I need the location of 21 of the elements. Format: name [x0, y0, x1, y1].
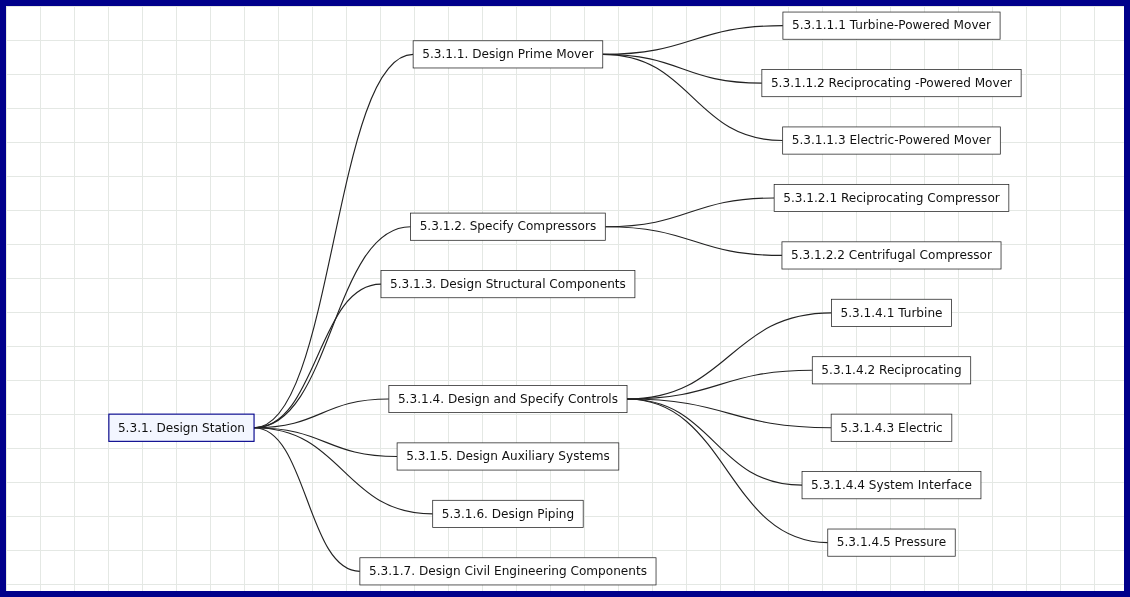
node-box: 5.3.1.2.1 Reciprocating Compressor: [773, 184, 1010, 212]
node-box: 5.3.1.4.2 Reciprocating: [811, 356, 972, 385]
node-box: 5.3.1.4.5 Pressure: [827, 528, 956, 557]
node-box: 5.3.1.1.2 Reciprocating -Powered Mover: [761, 69, 1022, 98]
node-box: 5.3.1.1. Design Prime Mover: [412, 40, 604, 69]
node-box: 5.3.1.4.4 System Interface: [801, 471, 982, 500]
node-box: 5.3.1. Design Station: [108, 413, 255, 442]
node-box: 5.3.1.4.3 Electric: [830, 413, 953, 442]
node-box: 5.3.1.6. Design Piping: [432, 499, 584, 528]
connector: [602, 53, 784, 142]
node-box: 5.3.1.7. Design Civil Engineering Components: [359, 557, 657, 586]
node-box: 5.3.1.5. Design Auxiliary Systems: [396, 442, 620, 471]
connector: [604, 226, 783, 256]
node-box: 5.3.1.1.3 Electric-Powered Mover: [782, 126, 1001, 155]
node-box: 5.3.1.2. Specify Compressors: [410, 212, 606, 241]
node-box: 5.3.1.2.2 Centrifugal Compressor: [781, 241, 1002, 270]
connector: [626, 398, 829, 544]
node-box: 5.3.1.4.1 Turbine: [831, 298, 952, 327]
node-box: 5.3.1.4. Design and Specify Controls: [388, 385, 628, 413]
node-box: 5.3.1.3. Design Structural Components: [380, 270, 636, 299]
node-box: 5.3.1.1.1 Turbine-Powered Mover: [782, 11, 1001, 40]
